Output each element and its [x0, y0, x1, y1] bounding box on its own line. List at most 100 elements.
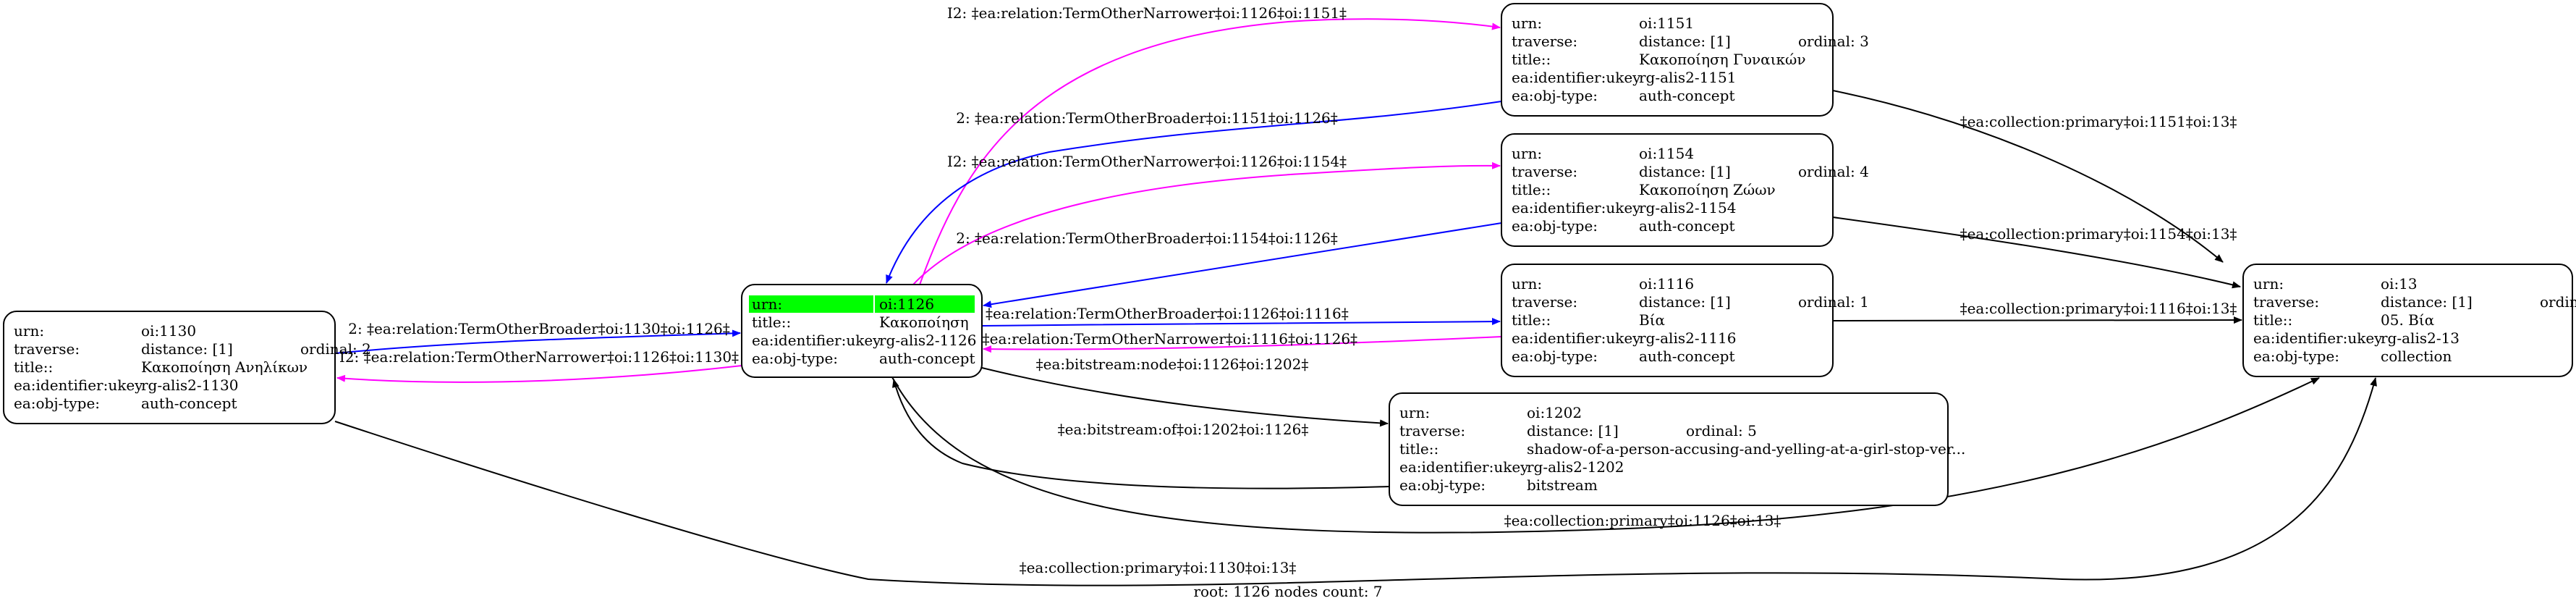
field-value: auth-concept	[879, 350, 975, 367]
field-key: urn:	[1512, 14, 1542, 32]
edge-label: ‡ea:bitstream:of‡oi:1202‡oi:1126‡	[1058, 421, 1309, 438]
field-value: auth-concept	[141, 395, 237, 412]
field-key: title::	[752, 313, 791, 331]
field-extra: ordinal: 3	[1798, 33, 1869, 50]
edge-label: I2: ‡ea:relation:TermOtherNarrower‡oi:11…	[947, 153, 1347, 170]
edge-line	[334, 377, 2377, 586]
edge-oi1130-to-oi1126: 2: ‡ea:relation:TermOtherBroader‡oi:1130…	[334, 320, 741, 354]
edges-layer: I2: ‡ea:relation:TermOtherNarrower‡oi:11…	[334, 4, 2377, 586]
edge-line	[891, 376, 2320, 534]
field-value: auth-concept	[1639, 348, 1734, 365]
field-value: oi:1126	[879, 295, 934, 313]
field-key: title::	[1399, 440, 1439, 458]
field-key: traverse:	[14, 340, 80, 358]
field-value: distance: [1]	[1639, 33, 1731, 50]
field-key: ea:obj-type:	[752, 350, 838, 367]
edge-oi1126-to-oi13: ‡ea:collection:primary‡oi:1126‡oi:13‡	[891, 376, 2320, 534]
edge-oi1151-to-oi1126: 2: ‡ea:relation:TermOtherBroader‡oi:1151…	[886, 101, 1502, 284]
node-box	[3, 311, 336, 424]
root-highlight	[875, 295, 975, 313]
field-value: oi:1130	[141, 322, 196, 340]
field-key: ea:obj-type:	[1512, 217, 1598, 235]
node-box	[2242, 264, 2573, 377]
edge-line	[983, 336, 1502, 353]
edge-line	[886, 101, 1502, 284]
field-value: rg-alis2-1126	[879, 332, 976, 349]
field-value: oi:1154	[1639, 145, 1694, 162]
edge-oi1126-to-oi1116: 2: ‡ea:relation:TermOtherBroader‡oi:1126…	[967, 305, 1501, 327]
field-key: urn:	[2253, 275, 2284, 293]
field-key: title::	[2253, 311, 2292, 329]
field-key: traverse:	[1512, 293, 1577, 311]
field-key: urn:	[1399, 404, 1430, 421]
field-key: urn:	[14, 322, 44, 340]
node-oi1130[interactable]: urn: oi:1130 traverse: distance: [1] ordinal…	[3, 311, 371, 424]
edge-line	[1832, 216, 2241, 289]
field-extra: ordinal: 1	[1798, 293, 1869, 311]
field-extra: ordinal: 6	[2540, 293, 2576, 311]
field-key: ea:obj-type:	[14, 395, 100, 412]
edge-line	[918, 18, 1501, 287]
field-value: 05. Βία	[2381, 311, 2434, 329]
field-value: Κακοποίηση Γυναικών	[1639, 51, 1806, 68]
node-oi1126[interactable]: urn:oi:1126title::Κακοποίησηea:identifie…	[741, 284, 983, 378]
field-value: distance: [1]	[1527, 422, 1619, 439]
edge-line	[1832, 316, 2242, 324]
edge-line	[336, 365, 742, 383]
field-value: rg-alis2-13	[2381, 329, 2460, 347]
edge-oi1202-to-oi1126: ‡ea:bitstream:of‡oi:1202‡oi:1126‡	[892, 379, 1390, 489]
field-value: rg-alis2-1154	[1639, 199, 1736, 216]
node-box	[1501, 3, 1834, 117]
field-key: ea:identifier:ukey	[1512, 199, 1641, 216]
field-value: oi:13	[2381, 275, 2418, 293]
field-key: ea:identifier:ukey	[14, 376, 143, 394]
field-value: oi:1202	[1527, 404, 1582, 421]
field-key: title::	[1512, 181, 1551, 198]
field-key: title::	[14, 358, 53, 376]
edge-label: ‡ea:collection:primary‡oi:1116‡oi:13‡	[1960, 300, 2237, 317]
field-key: urn:	[1512, 275, 1542, 293]
edge-label: ‡ea:collection:primary‡oi:1126‡oi:13‡	[1504, 512, 1781, 529]
field-value: collection	[2381, 348, 2452, 365]
field-value: Βία	[1639, 311, 1665, 329]
field-value: Κακοποίηση	[879, 313, 969, 331]
field-value: oi:1151	[1639, 14, 1694, 32]
field-key: ea:obj-type:	[1399, 476, 1486, 494]
edge-oi1154-to-oi1126: 2: ‡ea:relation:TermOtherBroader‡oi:1154…	[956, 222, 1502, 308]
edge-label: 2: ‡ea:relation:TermOtherBroader‡oi:1130…	[348, 320, 730, 337]
field-key: ea:identifier:ukey	[1512, 329, 1641, 347]
edge-label: 2: ‡ea:relation:TermOtherBroader‡oi:1151…	[956, 109, 1338, 127]
edge-oi1126-to-oi1151: I2: ‡ea:relation:TermOtherNarrower‡oi:11…	[918, 4, 1501, 287]
field-value: rg-alis2-1151	[1639, 69, 1736, 86]
edge-line	[334, 329, 741, 354]
field-extra: ordinal: 5	[1686, 422, 1757, 439]
edge-oi1116-to-oi1126: I2: ‡ea:relation:TermOtherNarrower‡oi:11…	[958, 330, 1502, 353]
field-value: shadow-of-a-person-accusing-and-yelling-…	[1527, 440, 1965, 458]
node-box	[1389, 392, 1949, 506]
edge-line	[981, 318, 1501, 327]
field-key: ea:identifier:ukey	[1512, 69, 1641, 86]
field-value: distance: [1]	[141, 340, 233, 358]
edge-oi1126-to-oi1130: I2: ‡ea:relation:TermOtherNarrower‡oi:11…	[336, 348, 742, 383]
edge-label: I2: ‡ea:relation:TermOtherNarrower‡oi:11…	[947, 4, 1347, 22]
field-value: Κακοποίηση Ζώων	[1639, 181, 1776, 198]
edge-oi1126-to-oi1154: I2: ‡ea:relation:TermOtherNarrower‡oi:11…	[912, 153, 1501, 285]
edge-label: I2: ‡ea:relation:TermOtherNarrower‡oi:11…	[339, 348, 739, 366]
field-key: traverse:	[1512, 163, 1577, 180]
field-value: distance: [1]	[1639, 293, 1731, 311]
graph-footer: root: 1126 nodes count: 7	[1193, 583, 1382, 600]
field-key: urn:	[1512, 145, 1542, 162]
edge-oi1116-to-oi13: ‡ea:collection:primary‡oi:1116‡oi:13‡	[1832, 300, 2242, 324]
field-value: auth-concept	[1639, 87, 1734, 104]
field-value: distance: [1]	[1639, 163, 1731, 180]
field-extra: ordinal: 2	[300, 340, 371, 358]
edge-oi1154-to-oi13: ‡ea:collection:primary‡oi:1154‡oi:13‡	[1832, 216, 2241, 289]
field-value: rg-alis2-1130	[141, 376, 238, 394]
field-key: title::	[1512, 51, 1551, 68]
edge-label: 2: ‡ea:relation:TermOtherBroader‡oi:1126…	[967, 305, 1349, 322]
